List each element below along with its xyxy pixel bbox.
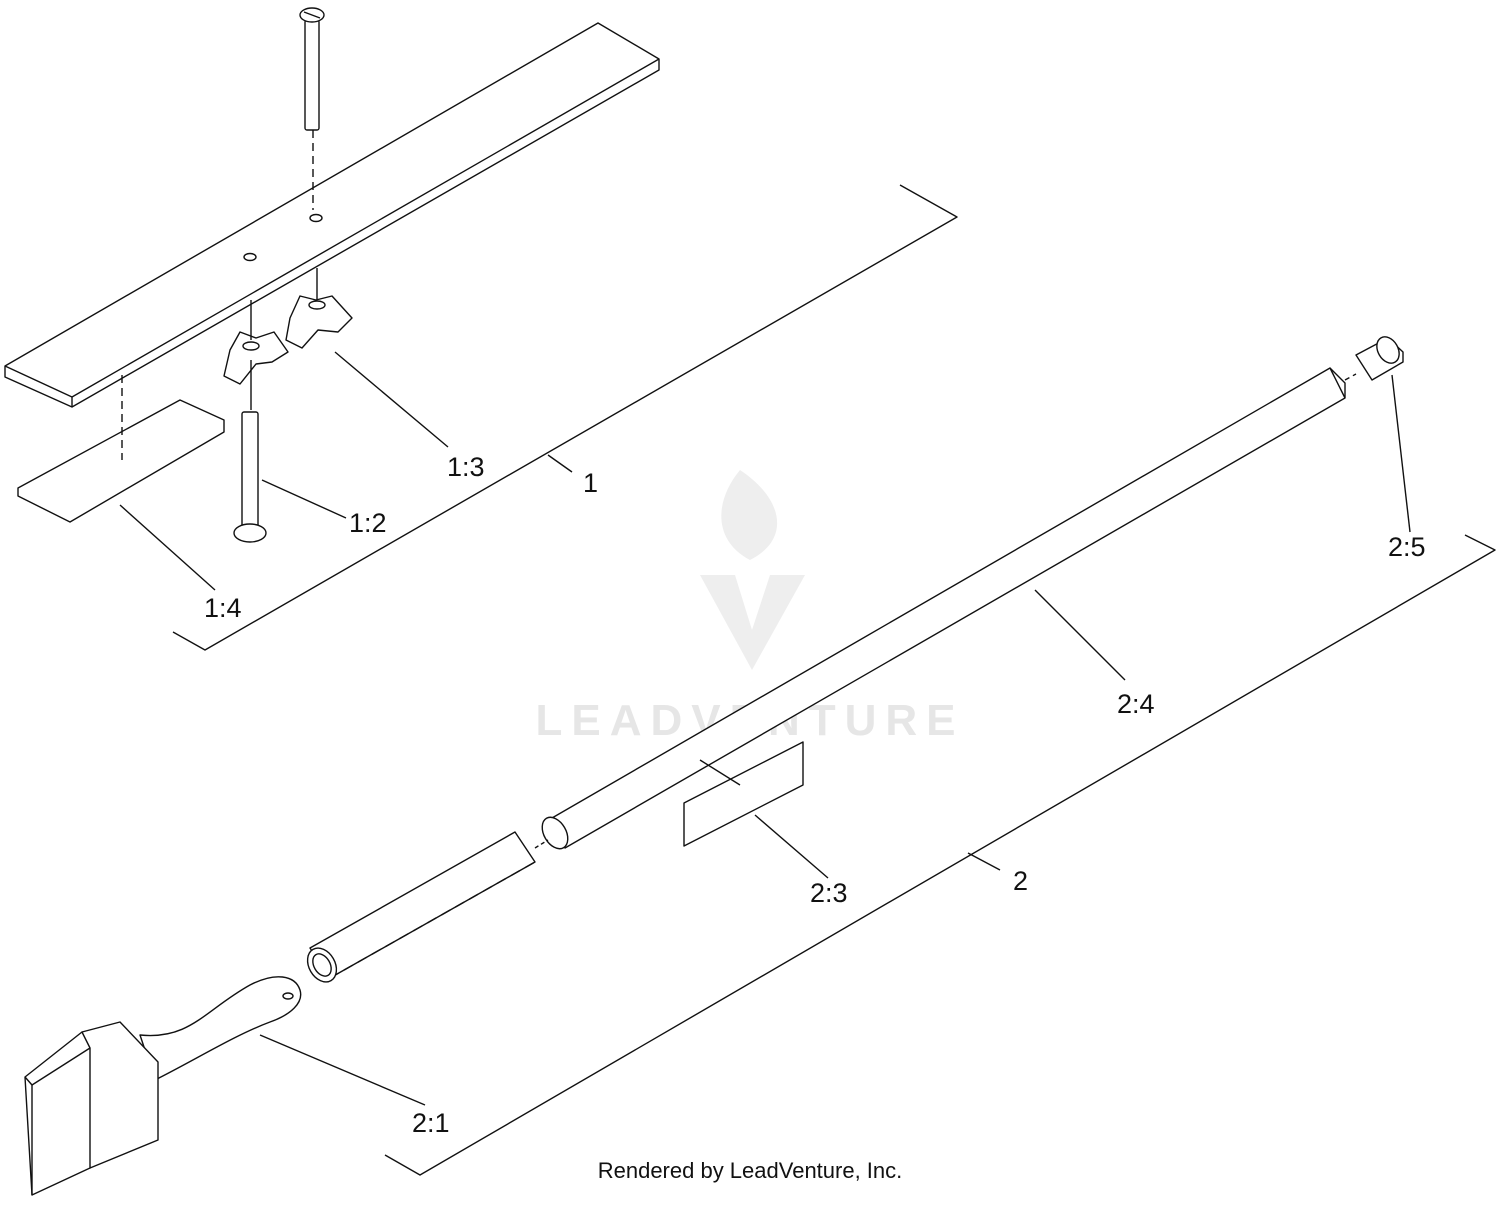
bracket-2 xyxy=(384,534,1496,1176)
callout-1: 1 xyxy=(583,468,598,498)
wing-nut-2 xyxy=(223,300,289,410)
bracket-1 xyxy=(172,184,958,651)
bottom-bolt xyxy=(233,411,267,543)
callout-2-1: 2:1 xyxy=(412,1108,450,1138)
callout-2-5: 2:5 xyxy=(1388,532,1426,562)
leader-1-4 xyxy=(119,504,216,591)
decal-2-3 xyxy=(683,741,804,847)
flame-logo-icon xyxy=(700,470,805,670)
end-cap-2-5 xyxy=(1344,336,1404,381)
footer-credit: Rendered by LeadVenture, Inc. xyxy=(597,1158,903,1183)
callout-labels: 1 1:3 1:2 1:4 2:5 2:4 2 2:3 2:1 xyxy=(204,452,1426,1138)
wing-nut-1 xyxy=(285,268,353,349)
tube-2-4 xyxy=(541,367,1346,850)
flat-bar xyxy=(4,22,660,408)
leader-2 xyxy=(967,852,1001,871)
leader-1 xyxy=(547,454,573,473)
leader-2-4 xyxy=(1034,589,1126,681)
callout-2-4: 2:4 xyxy=(1117,689,1155,719)
callout-2-3: 2:3 xyxy=(810,878,848,908)
leader-2-3 xyxy=(754,814,829,879)
callout-1-4: 1:4 xyxy=(204,593,242,623)
brush-2-1 xyxy=(24,976,302,1196)
callout-1-2: 1:2 xyxy=(349,508,387,538)
decal-1-4 xyxy=(17,375,225,523)
callout-1-3: 1:3 xyxy=(447,452,485,482)
leader-1-3 xyxy=(334,351,449,448)
leader-2-1 xyxy=(259,1034,426,1106)
top-bolt xyxy=(299,7,325,210)
callout-2: 2 xyxy=(1013,866,1028,896)
leader-1-2 xyxy=(261,479,347,519)
leader-2-5 xyxy=(1391,374,1411,533)
coupler-tube xyxy=(306,831,549,983)
